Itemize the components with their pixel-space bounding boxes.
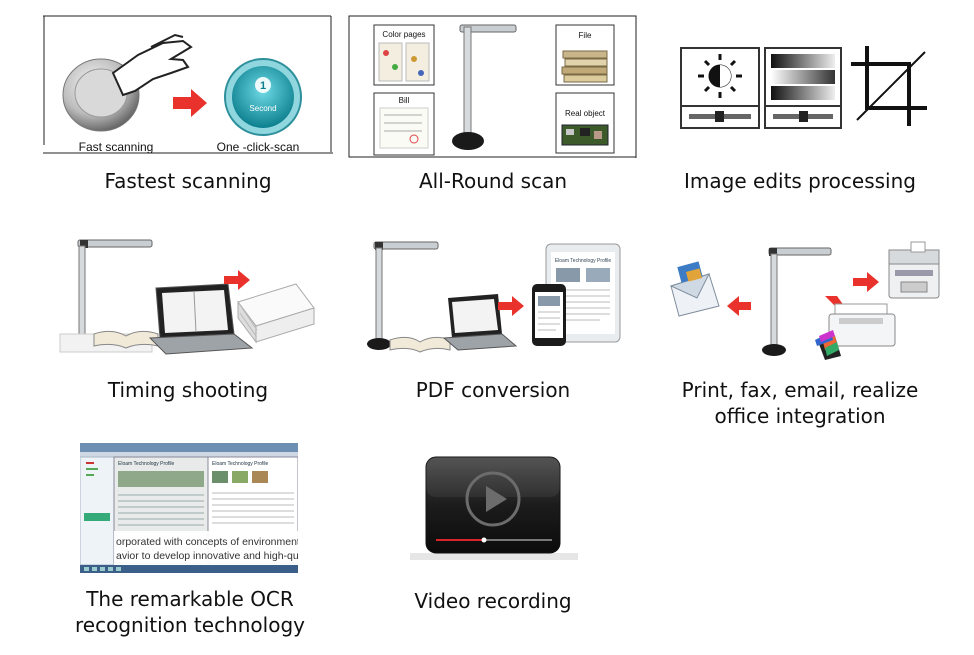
dial-unit: Second <box>249 104 276 113</box>
arrow-right-icon <box>224 270 250 290</box>
play-icon <box>465 471 521 527</box>
caption-ocr: The remarkable OCR recognition technolog… <box>40 586 340 638</box>
timing-shooting-illustration <box>59 239 315 355</box>
feature-fastest-scanning: 1 Second Fast scanning One -click-scan <box>43 15 333 155</box>
email-icon <box>669 261 720 317</box>
fast-scanning-label: Fast scanning <box>79 140 154 154</box>
brightness-icon <box>698 54 742 98</box>
ocr-right-pane-title: Eloam Technology Profile <box>212 461 269 467</box>
caption-timing-shooting: Timing shooting <box>107 378 269 402</box>
arrow-right-icon <box>853 272 879 292</box>
real-object-label: Real object <box>565 109 606 118</box>
dial-number: 1 <box>260 80 266 92</box>
caption-image-edits: Image edits processing <box>684 169 916 193</box>
file-label: File <box>579 31 592 40</box>
arrow-left-icon <box>727 296 751 316</box>
laptop-icon <box>442 294 518 351</box>
office-integration-illustration <box>669 241 940 360</box>
video-player-illustration <box>410 456 578 560</box>
scanner-icon <box>367 241 439 350</box>
caption-office-integration-line-1: Print, fax, email, realize <box>681 378 919 402</box>
all-round-scan-illustration: Color pages Bill File Real object <box>348 15 637 158</box>
feature-timing-shooting <box>52 238 322 360</box>
caption-all-round-scan: All-Round scan <box>419 169 567 193</box>
ocr-left-pane-title: Eloam Technology Profile <box>118 461 175 467</box>
pdf-conversion-illustration: Eloam Technology Profile <box>367 241 621 353</box>
timer-dial-icon: 1 Second <box>224 58 302 136</box>
tablet-heading: Eloam Technology Profile <box>555 258 612 264</box>
fax-icon <box>888 241 940 299</box>
hand-pointer-icon <box>62 33 193 132</box>
scanner-icon <box>762 247 832 356</box>
laptop-icon <box>148 283 254 355</box>
color-pages-label: Color pages <box>382 30 425 39</box>
caption-ocr-line-2: recognition technology <box>75 613 305 637</box>
scanner-icon <box>452 24 517 150</box>
arrow-right-icon <box>498 296 524 316</box>
feature-pdf-conversion: Eloam Technology Profile <box>360 240 625 355</box>
caption-video-recording: Video recording <box>414 589 572 613</box>
caption-office-integration-line-2: office integration <box>714 404 886 428</box>
ocr-text-line-2: avior to develop innovative and high-qua… <box>116 550 298 562</box>
caption-ocr-line-1: The remarkable OCR <box>86 587 294 611</box>
crop-icon <box>851 46 927 126</box>
phone-icon <box>532 284 566 346</box>
fastest-scanning-illustration: 1 Second Fast scanning One -click-scan <box>43 15 333 154</box>
feature-office-integration <box>665 240 945 360</box>
feature-image-edits <box>675 40 935 135</box>
caption-office-integration: Print, fax, email, realize office integr… <box>650 377 950 429</box>
caption-pdf-conversion: PDF conversion <box>415 378 571 402</box>
bill-label: Bill <box>399 96 410 105</box>
image-edits-illustration <box>680 46 927 129</box>
ocr-text-line-1: orporated with concepts of environmental… <box>116 536 298 548</box>
gradient-icon <box>771 54 835 100</box>
feature-all-round-scan: Color pages Bill File Real object <box>348 15 638 160</box>
ocr-screenshot-illustration: Eloam Technology Profile Eloam Technolog… <box>79 443 326 573</box>
one-click-scan-label: One -click-scan <box>217 140 300 154</box>
printer-icon <box>815 303 896 360</box>
video-progress-fill <box>436 539 484 541</box>
caption-fastest-scanning: Fastest scanning <box>104 169 272 193</box>
document-stack-icon <box>237 283 315 344</box>
feature-video-recording <box>410 455 578 560</box>
feature-ocr: Eloam Technology Profile Eloam Technolog… <box>79 443 326 573</box>
arrow-right-icon <box>173 89 207 117</box>
